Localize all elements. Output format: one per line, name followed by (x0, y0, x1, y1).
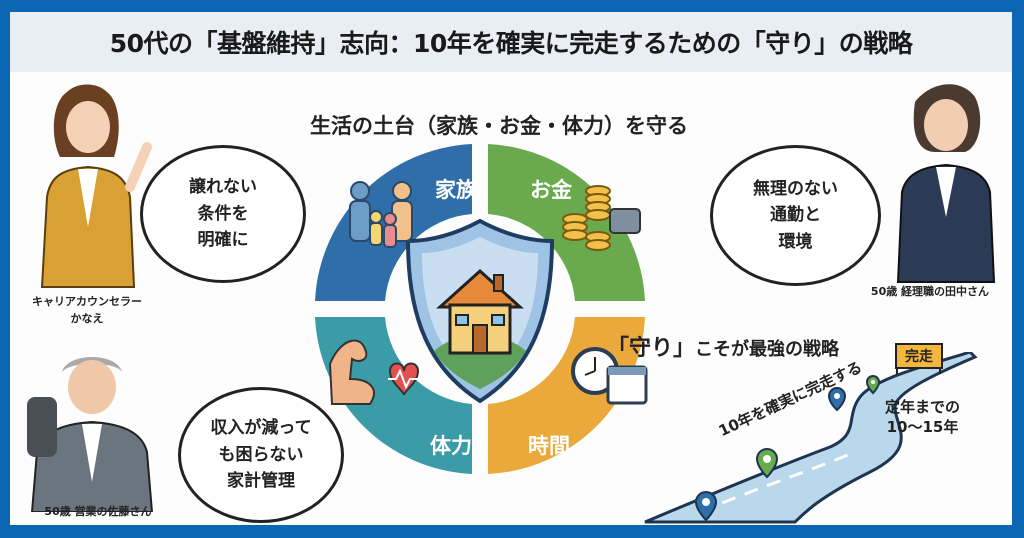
speech-bubble-counselor: 譲れない 条件を 明確に (140, 145, 306, 283)
goal-sign: 完走 (895, 343, 943, 369)
road-illustration (644, 352, 978, 524)
clock-calendar-icon (571, 347, 648, 405)
sato-caption: 50歳 営業の佐藤さん (44, 505, 152, 518)
speech-bubble-sato: 収入が減って も困らない 家計管理 (178, 387, 344, 523)
segment-label-time: 時間 (528, 434, 570, 458)
map-pin-icon (827, 387, 847, 412)
coins-wallet-icon (562, 185, 641, 251)
infographic-panel: 50代の「基盤維持」志向：10年を確実に完走するための「守り」の戦略 生活の土台… (10, 12, 1012, 525)
bubble-line: 無理のない (753, 178, 838, 199)
shield-house-icon (405, 218, 555, 404)
map-pin-icon (755, 448, 779, 479)
retire-line-2: 10〜15年 (886, 418, 959, 437)
strong-strategy-text: 「守り」こそが最強の戦略 (607, 330, 839, 362)
family-icon (349, 181, 413, 248)
bubble-line: も困らない (218, 444, 304, 465)
bubble-line: 明確に (197, 230, 249, 251)
bubble-line: 条件を (197, 203, 249, 224)
map-pin-icon (865, 375, 881, 395)
caption-line: キャリアカウンセラー (32, 295, 142, 308)
bubble-line: 通勤と (770, 205, 821, 226)
page-title: 50代の「基盤維持」志向：10年を確実に完走するための「守り」の戦略 (109, 29, 913, 58)
bubble-line: 譲れない (189, 177, 257, 198)
bubble-line: 収入が減って (210, 418, 312, 439)
sato-illustration (27, 357, 154, 512)
segment-label-family: 家族 (435, 178, 477, 202)
tanaka-illustration (896, 84, 996, 283)
bubble-line: 家計管理 (227, 471, 295, 492)
strong-rest: こそが最強の戦略 (695, 339, 840, 360)
retire-line-1: 定年までの (885, 398, 961, 416)
retirement-span-text: 定年までの 10〜15年 (885, 397, 960, 438)
diagram-subtitle: 生活の土台（家族・お金・体力）を守る (310, 114, 688, 138)
speech-bubble-tanaka: 無理のない 通勤と 環境 (710, 145, 881, 286)
segment-label-stamina: 体力 (430, 434, 472, 458)
foundation-ring (315, 144, 648, 474)
bubble-line: 環境 (778, 231, 813, 252)
counselor-illustration (40, 84, 152, 288)
caption-line: かなえ (70, 311, 104, 325)
strong-quote: 「守り」 (607, 336, 696, 361)
map-pin-icon (694, 491, 718, 522)
title-bar: 50代の「基盤維持」志向：10年を確実に完走するための「守り」の戦略 (10, 12, 1012, 72)
muscle-heart-icon (328, 339, 420, 405)
tanaka-caption: 50歳 経理職の田中さん (870, 285, 990, 298)
segment-label-money: お金 (530, 178, 572, 202)
counselor-caption: キャリアカウンセラー かなえ (22, 294, 152, 327)
